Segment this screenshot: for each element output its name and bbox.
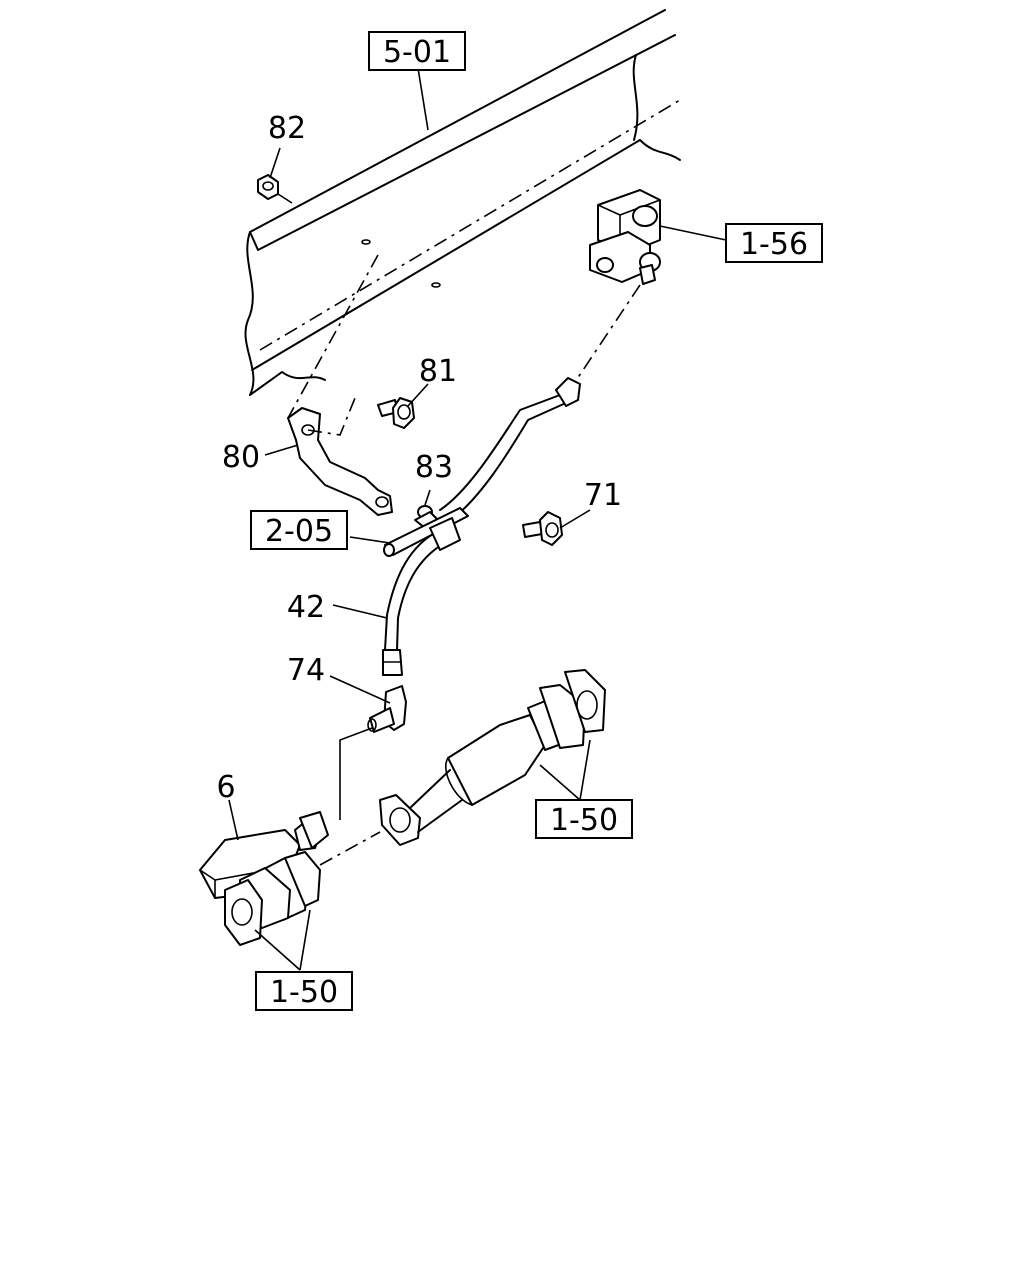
- callout-83: 83: [415, 450, 453, 485]
- callout-82: 82: [268, 111, 306, 146]
- ref-2-05-label: 2-05: [265, 514, 333, 549]
- callout-74: 74: [287, 653, 325, 688]
- manifold-6: [199, 811, 329, 946]
- callout-6: 6: [216, 770, 235, 805]
- bolt-71: [522, 511, 563, 546]
- elbow-74: [367, 685, 407, 733]
- hose-42: [382, 517, 461, 676]
- connection-lines: [287, 254, 641, 866]
- bolt-81: [377, 397, 415, 429]
- ref-1-50-left-label: 1-50: [270, 975, 338, 1010]
- bracket-80: [287, 407, 393, 516]
- nut-82: [257, 174, 293, 204]
- exhaust-pipe: [379, 669, 606, 846]
- ref-box-1-56: 1-56: [725, 223, 823, 263]
- hose-upper: [439, 377, 581, 523]
- ref-1-50-right-label: 1-50: [550, 803, 618, 838]
- ref-box-2-05: 2-05: [250, 510, 348, 550]
- callout-80: 80: [222, 440, 260, 475]
- valve-assembly: [589, 189, 661, 285]
- callout-81: 81: [419, 354, 457, 389]
- ref-5-01-label: 5-01: [383, 35, 451, 70]
- ref-1-56-label: 1-56: [740, 227, 808, 262]
- frame-rail: [244, 9, 681, 396]
- leader-lines: [228, 67, 727, 971]
- ref-box-1-50-left: 1-50: [255, 971, 353, 1011]
- callout-42: 42: [287, 590, 325, 625]
- callout-71: 71: [584, 478, 622, 513]
- ref-box-5-01: 5-01: [368, 31, 466, 71]
- ref-box-1-50-right: 1-50: [535, 799, 633, 839]
